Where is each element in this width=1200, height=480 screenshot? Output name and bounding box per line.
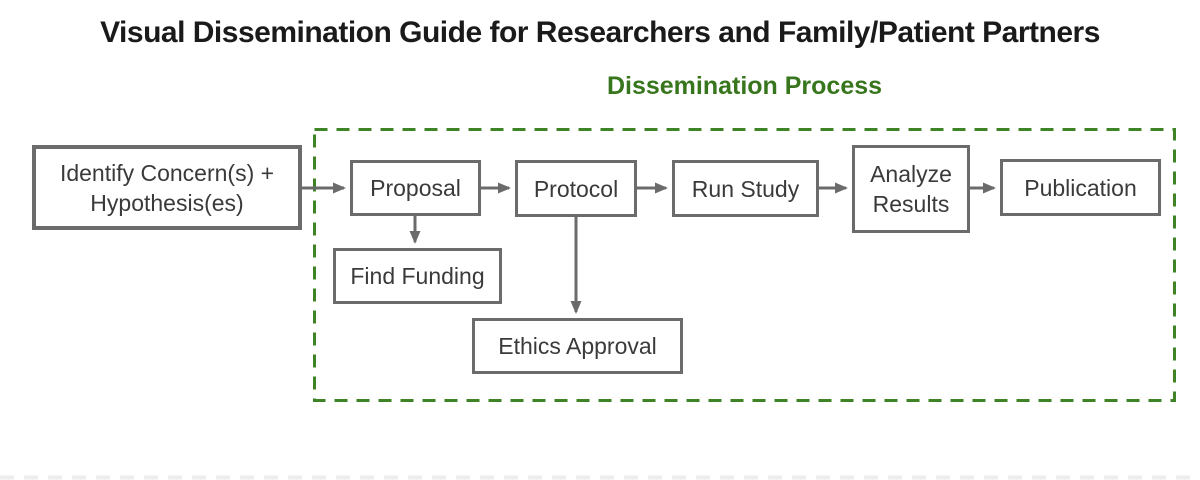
- node-find-funding: Find Funding: [333, 248, 502, 304]
- node-run-study: Run Study: [672, 160, 819, 217]
- node-identify-concerns: Identify Concern(s) + Hypothesis(es): [32, 145, 302, 230]
- dissemination-boundary-box: [313, 128, 1176, 402]
- node-proposal: Proposal: [350, 160, 481, 216]
- node-ethics-approval: Ethics Approval: [472, 318, 683, 374]
- node-publication: Publication: [1000, 159, 1161, 216]
- node-protocol: Protocol: [515, 160, 637, 217]
- page-title: Visual Dissemination Guide for Researche…: [100, 16, 1100, 49]
- dissemination-process-label: Dissemination Process: [606, 72, 883, 100]
- node-analyze-results: Analyze Results: [852, 145, 970, 233]
